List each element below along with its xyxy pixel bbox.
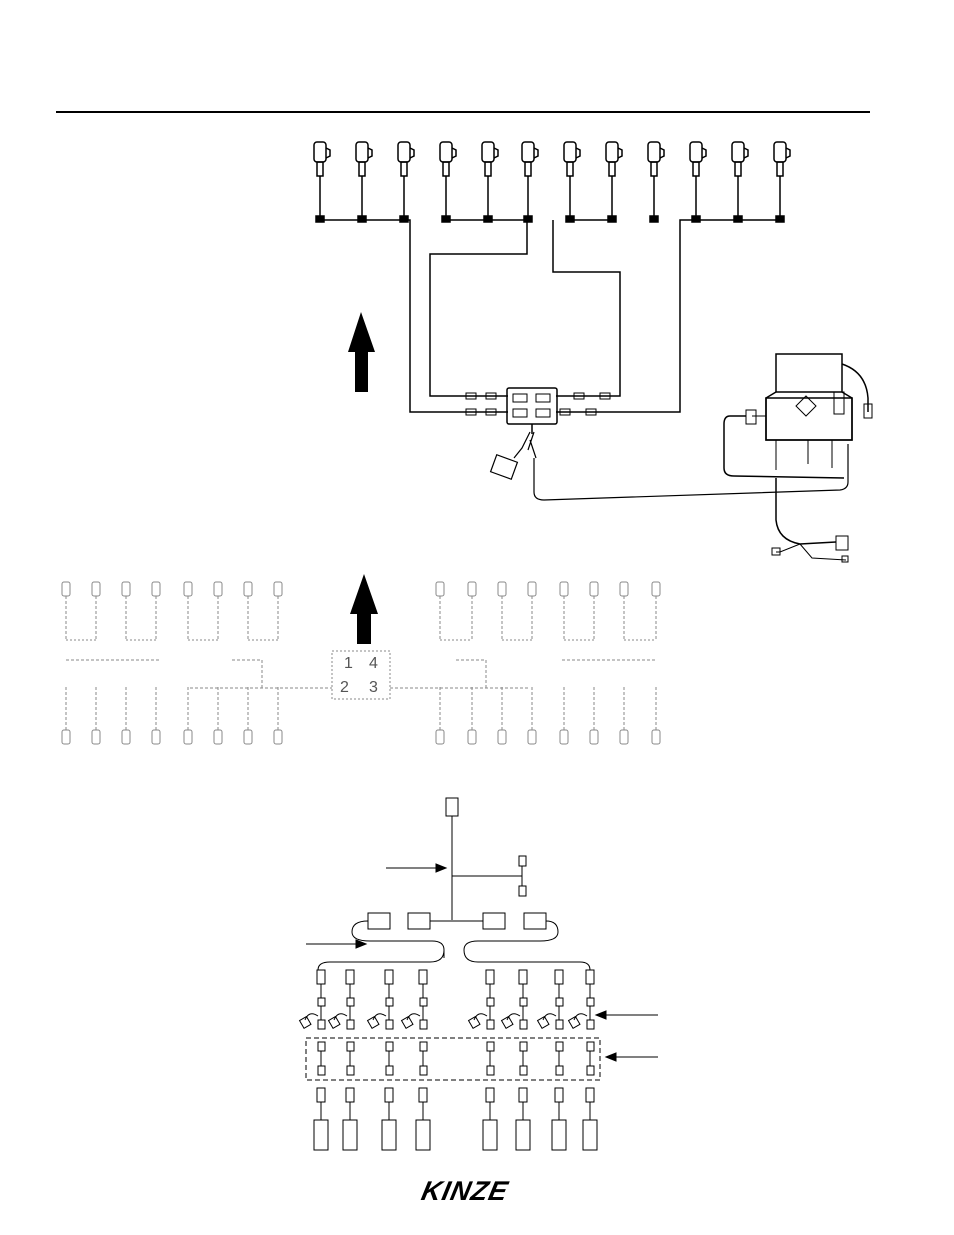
schematic-column [402, 970, 430, 1150]
small-connector [386, 1042, 393, 1051]
small-connector [318, 1066, 325, 1075]
small-connector [347, 1020, 354, 1029]
branch-connector [519, 886, 526, 896]
small-connector [487, 998, 494, 1006]
small-connector [556, 1020, 563, 1029]
small-connector [347, 1042, 354, 1051]
schematic-column [300, 970, 328, 1150]
harness-connector [586, 970, 594, 984]
small-connector [587, 1042, 594, 1051]
small-connector [347, 998, 354, 1006]
small-connector [420, 1066, 427, 1075]
harness-connector [586, 1088, 594, 1102]
small-connector [487, 1066, 494, 1075]
schematic-column-group [300, 970, 597, 1150]
module-block [408, 913, 430, 929]
small-connector [587, 1020, 594, 1029]
sensor-module [416, 1120, 430, 1150]
small-connector [520, 1042, 527, 1051]
callout-arrow-icon [386, 864, 446, 872]
small-connector [556, 998, 563, 1006]
harness-connector [385, 1088, 393, 1102]
harness-connector [486, 1088, 494, 1102]
small-connector [520, 998, 527, 1006]
branch-connector [519, 856, 526, 866]
harness-connector [317, 970, 325, 984]
small-connector [386, 1020, 393, 1029]
sensor-module [516, 1120, 530, 1150]
small-connector [420, 1042, 427, 1051]
harness-connector [486, 970, 494, 984]
harness-connector [346, 1088, 354, 1102]
small-connector [487, 1020, 494, 1029]
harness-connector [419, 1088, 427, 1102]
harness-connector [419, 970, 427, 984]
small-connector [520, 1020, 527, 1029]
small-connector [318, 998, 325, 1006]
callout-arrow-icon [306, 940, 366, 948]
harness-connector [317, 1088, 325, 1102]
callout-arrow-icon [596, 1011, 658, 1019]
callout-arrow-icon [606, 1053, 658, 1061]
module-block [368, 913, 390, 929]
sensor-module [552, 1120, 566, 1150]
small-connector [487, 1042, 494, 1051]
small-connector [318, 1042, 325, 1051]
top-connector-block [446, 798, 458, 816]
harness-connector [385, 970, 393, 984]
sensor-module [483, 1120, 497, 1150]
schematic-column [538, 970, 566, 1150]
small-connector [386, 1066, 393, 1075]
harness-connector [555, 970, 563, 984]
harness-connector [555, 1088, 563, 1102]
schematic-column [368, 970, 396, 1150]
sensor-module [314, 1120, 328, 1150]
branch-line [452, 866, 522, 886]
small-connector [556, 1066, 563, 1075]
small-connector [386, 998, 393, 1006]
small-connector [520, 1066, 527, 1075]
harness-connector [346, 970, 354, 984]
left-loom [318, 921, 444, 970]
small-connector [587, 998, 594, 1006]
small-connector [587, 1066, 594, 1075]
harness-connector [519, 970, 527, 984]
small-connector [420, 1020, 427, 1029]
small-connector [420, 998, 427, 1006]
sensor-module [343, 1120, 357, 1150]
small-connector [556, 1042, 563, 1051]
small-connector [347, 1066, 354, 1075]
schematic-column [469, 970, 497, 1150]
schematic-column [502, 970, 530, 1150]
schematic-column [569, 970, 597, 1150]
brand-logo: KINZE [404, 1177, 524, 1205]
sensor-module [583, 1120, 597, 1150]
sensor-module [382, 1120, 396, 1150]
module-block [483, 913, 505, 929]
module-block [524, 913, 546, 929]
harness-connector [519, 1088, 527, 1102]
small-connector [318, 1020, 325, 1029]
brand-logo-text: KINZE [419, 1177, 512, 1205]
schematic-column [329, 970, 357, 1150]
